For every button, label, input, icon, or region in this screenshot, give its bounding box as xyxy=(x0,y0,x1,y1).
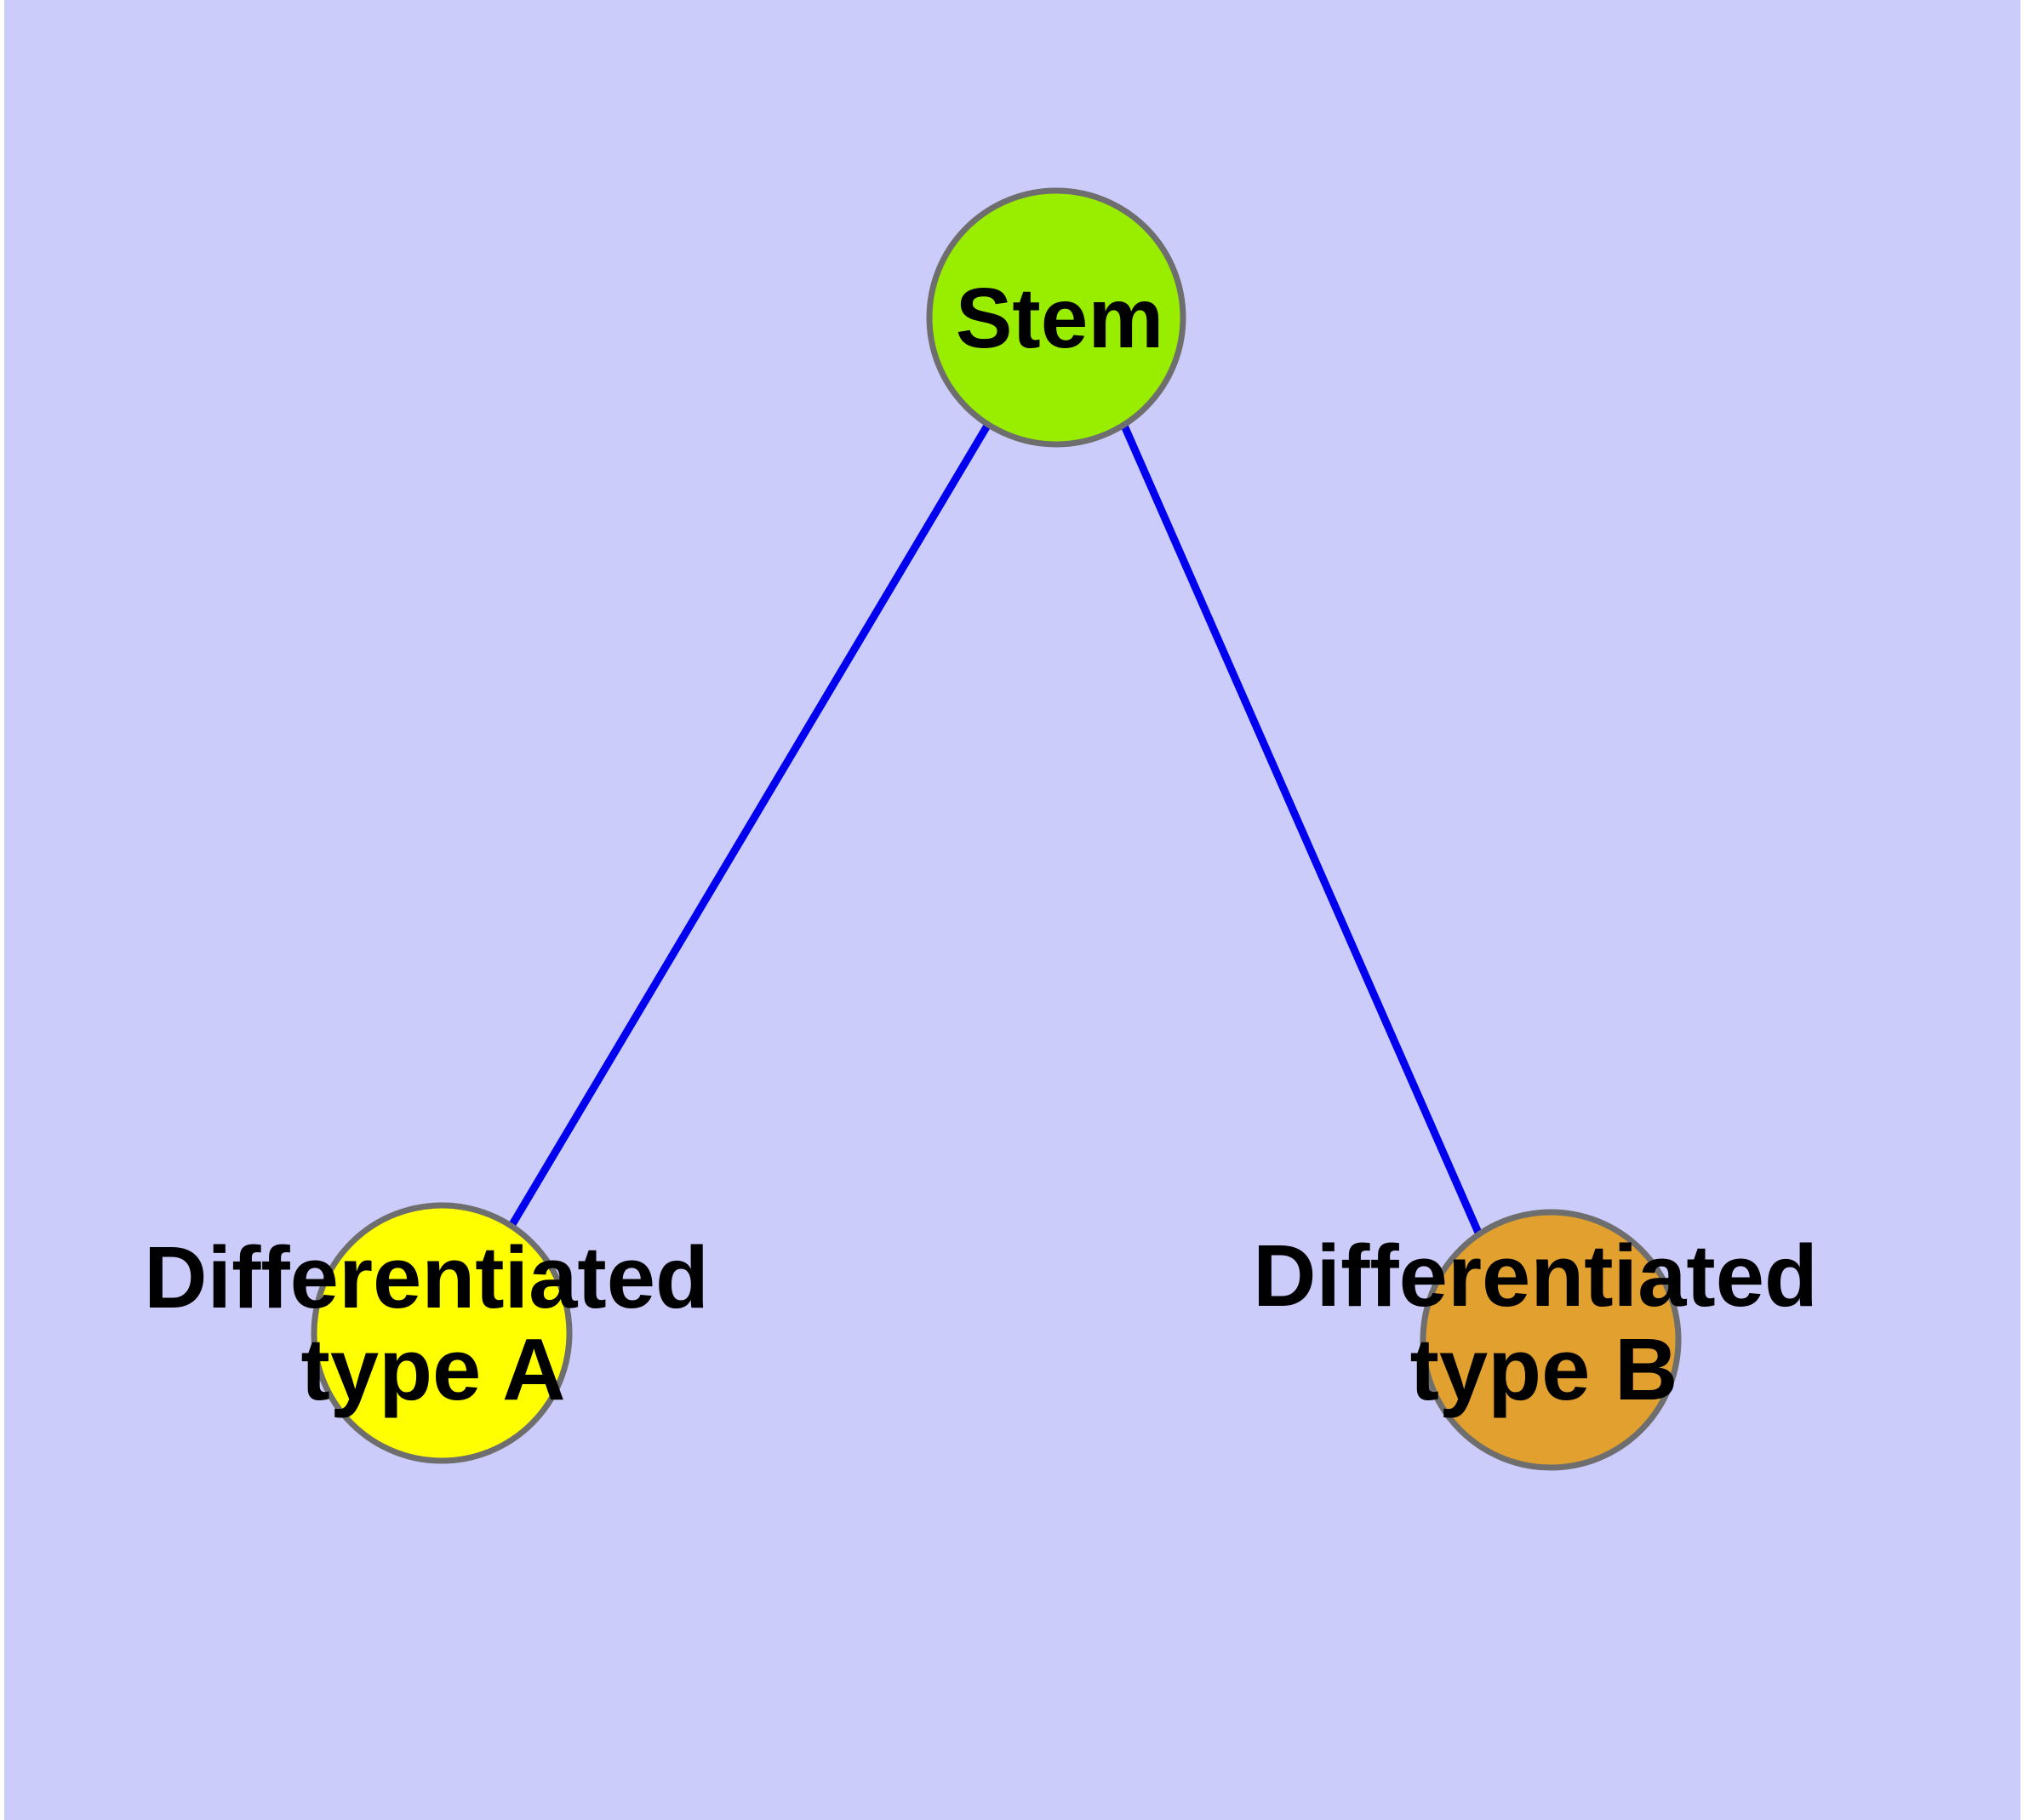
edge-stem-to-differentiated-a[interactable] xyxy=(508,423,991,1228)
node-differentiated-a-circle[interactable] xyxy=(311,1202,573,1464)
node-group: Stem Differentiated type A Differentiate… xyxy=(144,187,1818,1471)
node-stem-circle[interactable] xyxy=(926,187,1186,448)
diagram-canvas: Stem Differentiated type A Differentiate… xyxy=(4,0,2020,1820)
node-differentiated-b-label-line1: Differentiated xyxy=(1253,1227,1818,1325)
node-differentiated-a-label-line1: Differentiated xyxy=(144,1228,709,1326)
node-stem[interactable]: Stem xyxy=(926,187,1186,448)
node-differentiated-b[interactable]: Differentiated type B xyxy=(1253,1209,1818,1471)
node-differentiated-a[interactable]: Differentiated type A xyxy=(144,1202,709,1464)
node-differentiated-b-label-line2: type B xyxy=(1410,1320,1678,1418)
node-stem-label: Stem xyxy=(956,271,1164,366)
lineage-graph: Stem Differentiated type A Differentiate… xyxy=(144,187,1818,1471)
node-differentiated-a-label-line2: type A xyxy=(301,1320,566,1418)
edge-stem-to-differentiated-b[interactable] xyxy=(1120,424,1483,1234)
edge-group xyxy=(508,423,1483,1234)
node-differentiated-b-circle[interactable] xyxy=(1420,1209,1682,1471)
